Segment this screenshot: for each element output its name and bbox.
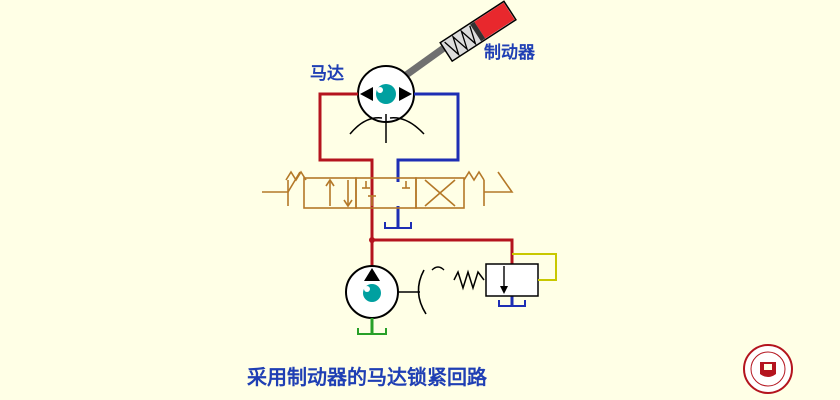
valve-actuator-right-lever bbox=[484, 171, 514, 193]
valve-envelope-right bbox=[415, 177, 465, 209]
diagram-caption: 采用制动器的马达锁紧回路 bbox=[247, 365, 488, 389]
valve-actuator-left-lever bbox=[262, 171, 301, 193]
seal-inner-ring bbox=[750, 351, 786, 387]
relief-valve-spring bbox=[453, 269, 485, 291]
valve-arrow-left-up-head bbox=[325, 178, 335, 187]
hydraulic-motor bbox=[349, 65, 425, 143]
seal-emblem bbox=[764, 364, 772, 370]
brake-rod bbox=[398, 41, 452, 82]
hydraulic-pump bbox=[345, 265, 445, 319]
pressure-line-motor bbox=[318, 92, 374, 206]
pump-drive-hook bbox=[431, 266, 445, 271]
tank-symbol-relief bbox=[498, 300, 526, 307]
pressure-line-relief bbox=[372, 238, 514, 264]
motor-rotor-highlight bbox=[377, 87, 383, 93]
junction-dot bbox=[369, 237, 375, 243]
motor-label: 马达 bbox=[310, 63, 344, 84]
relief-valve-arrow-head bbox=[500, 286, 508, 294]
valve-spring-right bbox=[463, 170, 485, 182]
motor-rotor bbox=[376, 84, 396, 104]
valve-arrow-right-cross-2 bbox=[424, 179, 456, 207]
pump-drive-coupling bbox=[417, 269, 427, 315]
directional-valve bbox=[262, 170, 514, 209]
valve-arrow-left-down-head bbox=[343, 199, 353, 208]
motor-port-arrow-left bbox=[360, 87, 373, 101]
return-lines bbox=[396, 92, 514, 306]
pilot-line bbox=[512, 253, 557, 281]
return-line-motor bbox=[396, 92, 460, 182]
brake-spring bbox=[444, 25, 477, 57]
brake-chamber bbox=[474, 2, 515, 39]
relief-valve-body bbox=[485, 263, 539, 297]
pump-rotor-highlight bbox=[364, 286, 370, 292]
brake-label: 制动器 bbox=[484, 42, 536, 63]
valve-spring-left bbox=[285, 170, 307, 182]
tank-symbol-pump bbox=[357, 328, 387, 335]
motor-leg-left bbox=[349, 117, 383, 135]
tank-symbol-valve bbox=[384, 222, 412, 229]
valve-envelope-center bbox=[355, 177, 417, 209]
brake-cylinder bbox=[398, 0, 517, 82]
pump-outlet-arrow bbox=[364, 268, 380, 281]
brake-piston bbox=[470, 21, 486, 42]
university-seal bbox=[743, 344, 793, 394]
relief-valve bbox=[453, 253, 557, 297]
motor-leg-right bbox=[389, 117, 425, 135]
motor-port-arrow-right bbox=[399, 87, 412, 101]
